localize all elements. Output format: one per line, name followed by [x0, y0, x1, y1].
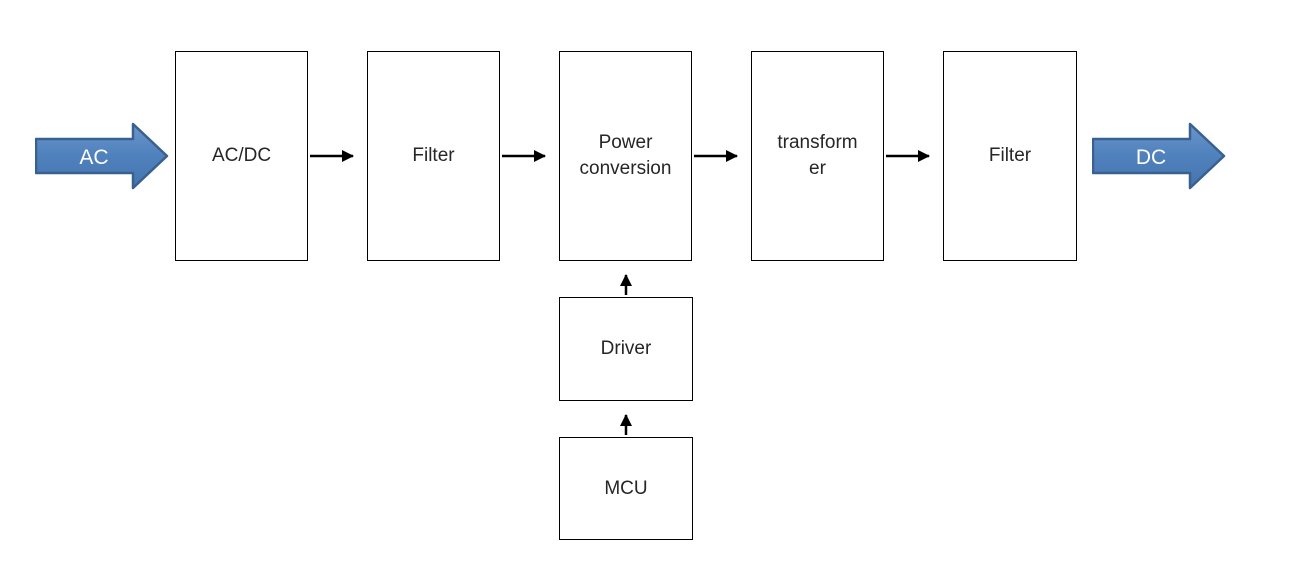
ac-arrow-shape	[35, 122, 169, 190]
dc-output-block-arrow: DC	[1092, 122, 1226, 190]
node-acdc: AC/DC	[175, 51, 308, 261]
node-filter-2: Filter	[943, 51, 1077, 261]
node-mcu: MCU	[559, 437, 693, 540]
ac-input-block-arrow: AC	[35, 122, 169, 190]
ac-arrow-label: AC	[79, 146, 108, 169]
node-driver: Driver	[559, 297, 693, 401]
node-filter-1: Filter	[367, 51, 500, 261]
node-power-conversion: Power conversion	[559, 51, 692, 261]
dc-arrow-label: DC	[1136, 146, 1166, 169]
dc-arrow-shape	[1092, 122, 1226, 190]
node-transformer: transform er	[751, 51, 884, 261]
